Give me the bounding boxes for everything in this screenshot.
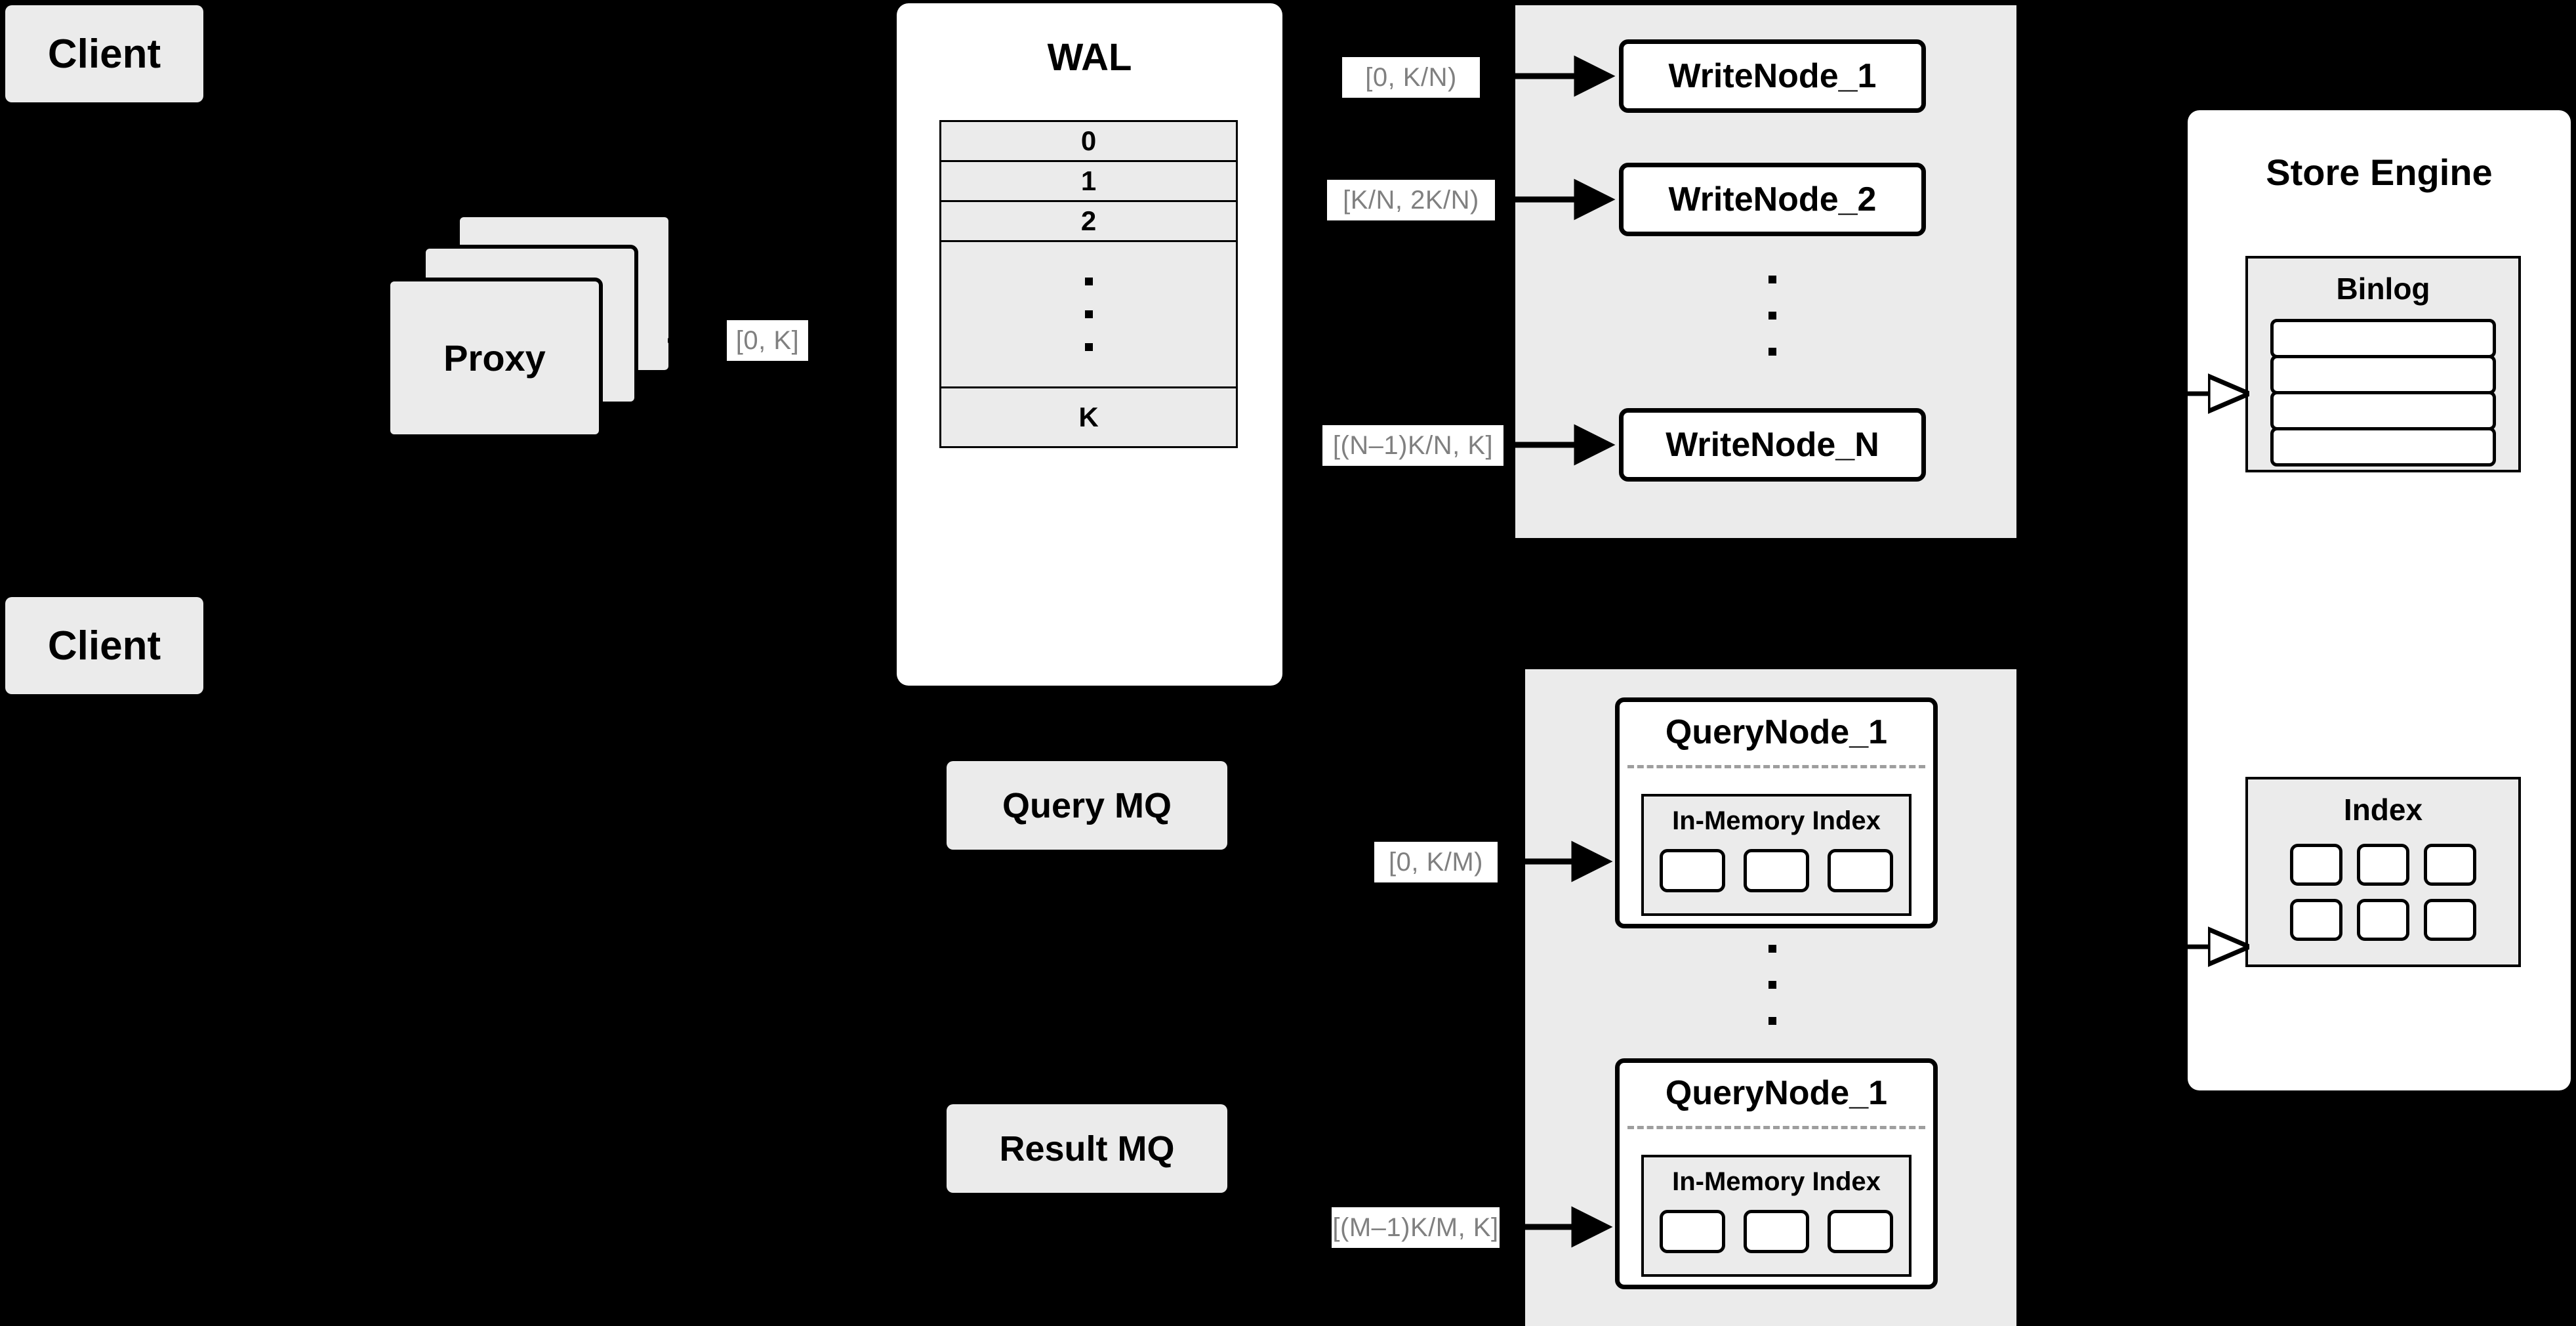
proxy-stack[interactable]: Proxy (377, 213, 679, 440)
store-engine-title: Store Engine (2266, 151, 2493, 193)
index-box: Index (2245, 777, 2521, 967)
client-label: Client (47, 623, 161, 669)
write-node-1[interactable]: WriteNode_1 (1619, 39, 1926, 113)
vertical-ellipsis-icon (1084, 278, 1093, 351)
index-slot[interactable] (2357, 899, 2409, 941)
query-node-divider (1627, 765, 1925, 768)
index-slot[interactable] (2424, 899, 2476, 941)
result-mq-box[interactable]: Result MQ (947, 1104, 1227, 1193)
write-node-2-range-label: [K/N, 2K/N) (1327, 180, 1495, 220)
wal-entry[interactable]: 0 (939, 120, 1238, 162)
client-box-2[interactable]: Client (5, 597, 203, 694)
wal-entry-list: 0 1 2 K (939, 120, 1238, 629)
index-slot[interactable] (1660, 849, 1725, 892)
in-memory-index-title: In-Memory Index (1672, 806, 1881, 835)
query-node-2-range-label: [(M–1)K/M, K] (1332, 1207, 1500, 1248)
binlog-title: Binlog (2336, 272, 2430, 306)
index-slot[interactable] (2290, 899, 2342, 941)
query-node-title: QueryNode_1 (1665, 713, 1888, 751)
client-box-1[interactable]: Client (5, 5, 203, 102)
write-node-2[interactable]: WriteNode_2 (1619, 163, 1926, 236)
index-slot[interactable] (2290, 844, 2342, 886)
index-slot[interactable] (1744, 849, 1809, 892)
index-slot[interactable] (2357, 844, 2409, 886)
wal-entry-ellipsis (939, 242, 1238, 388)
in-memory-index-title: In-Memory Index (1672, 1167, 1881, 1196)
write-node-n[interactable]: WriteNode_N (1619, 408, 1926, 482)
write-node-label: WriteNode_2 (1668, 180, 1877, 218)
index-slot[interactable] (2424, 844, 2476, 886)
index-slot[interactable] (1660, 1210, 1725, 1253)
binlog-row[interactable] (2270, 427, 2496, 466)
proxy-card-front[interactable]: Proxy (386, 278, 603, 438)
wal-title: WAL (1047, 35, 1132, 79)
query-node-title: QueryNode_1 (1665, 1074, 1888, 1112)
query-node-ellipsis-icon (1768, 945, 1777, 1025)
proxy-output-range-label: [0, K] (727, 320, 808, 361)
query-node-1[interactable]: QueryNode_1 In-Memory Index (1615, 697, 1938, 928)
wal-entry[interactable]: K (939, 388, 1238, 448)
write-node-label: WriteNode_1 (1668, 57, 1877, 95)
index-slot[interactable] (1828, 849, 1893, 892)
wal-entry[interactable]: 2 (939, 202, 1238, 242)
binlog-row[interactable] (2270, 355, 2496, 394)
query-node-2[interactable]: QueryNode_1 In-Memory Index (1615, 1058, 1938, 1289)
write-node-ellipsis-icon (1768, 276, 1777, 356)
query-mq-label: Query MQ (1002, 785, 1172, 825)
in-memory-index-box: In-Memory Index (1641, 794, 1912, 916)
query-node-1-range-label: [0, K/M) (1374, 842, 1498, 882)
wal-entry[interactable]: 1 (939, 162, 1238, 202)
write-node-label: WriteNode_N (1666, 426, 1879, 464)
index-slot[interactable] (1744, 1210, 1809, 1253)
client-label: Client (47, 31, 161, 77)
binlog-box: Binlog (2245, 256, 2521, 472)
query-node-divider (1627, 1126, 1925, 1129)
result-mq-label: Result MQ (999, 1129, 1175, 1169)
store-engine-panel: Store Engine Binlog Index (2188, 110, 2571, 1090)
index-slot[interactable] (1828, 1210, 1893, 1253)
write-node-1-range-label: [0, K/N) (1342, 57, 1480, 98)
write-node-n-range-label: [(N–1)K/N, K] (1322, 425, 1503, 466)
proxy-label: Proxy (443, 337, 546, 379)
in-memory-index-box: In-Memory Index (1641, 1155, 1912, 1277)
query-mq-box[interactable]: Query MQ (947, 761, 1227, 850)
index-title: Index (2343, 793, 2423, 827)
wal-panel: WAL 0 1 2 K (897, 3, 1282, 686)
